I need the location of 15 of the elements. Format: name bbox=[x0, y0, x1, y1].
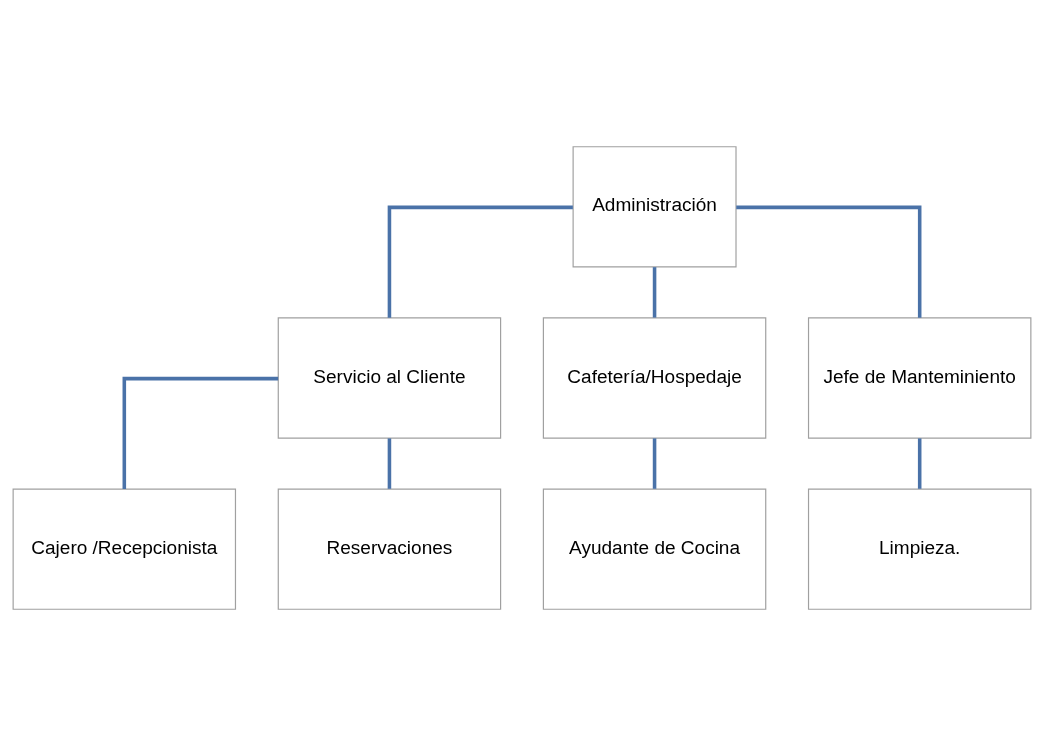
connector bbox=[652, 438, 657, 489]
node-box: Limpieza. bbox=[807, 488, 1032, 610]
connector bbox=[387, 205, 573, 318]
node-box: Cafetería/Hospedaje bbox=[542, 317, 767, 439]
node-box: Cajero /Recepcionista bbox=[12, 488, 237, 610]
node-box: Ayudante de Cocina bbox=[542, 488, 767, 610]
connector bbox=[122, 376, 279, 490]
node-box: Administración bbox=[572, 146, 737, 268]
connector bbox=[387, 438, 392, 489]
node-box: Reservaciones bbox=[277, 488, 502, 610]
connector bbox=[736, 205, 922, 318]
connector bbox=[917, 438, 922, 489]
connector bbox=[652, 267, 657, 318]
node-box: Servicio al Cliente bbox=[277, 317, 502, 439]
node-box: Jefe de Manteminiento bbox=[807, 317, 1032, 439]
